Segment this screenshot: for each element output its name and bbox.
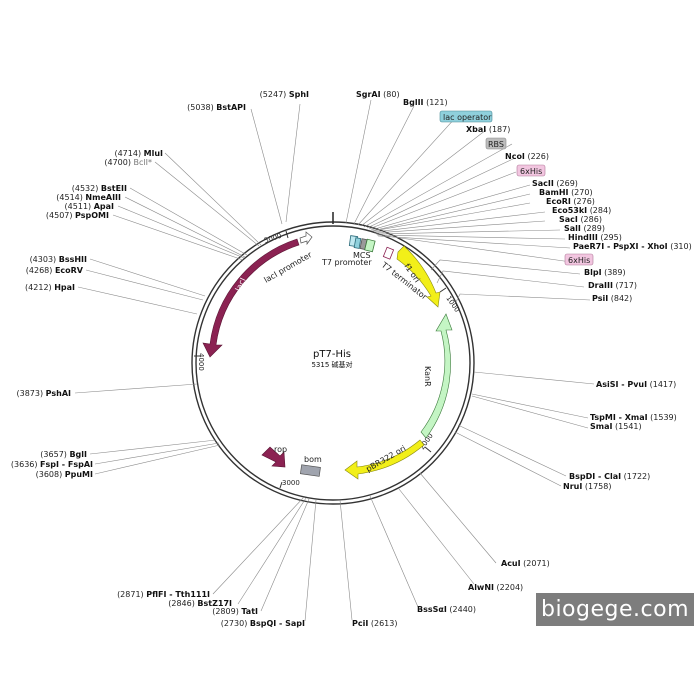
site-label-xhoi[interactable]: PaeR7I - PspXI - XhoI (310) bbox=[573, 242, 692, 251]
site-label-bsssai[interactable]: BssSαI (2440) bbox=[417, 605, 476, 614]
site-label-hindiii[interactable]: HindIII (295) bbox=[568, 233, 622, 242]
site-label-pvui[interactable]: AsiSI - PvuI (1417) bbox=[596, 380, 676, 389]
site-label-ecori[interactable]: EcoRI (276) bbox=[546, 197, 595, 206]
site-label-sacii[interactable]: SacII (269) bbox=[532, 179, 578, 188]
site-label-bamhi[interactable]: BamHI (270) bbox=[539, 188, 593, 197]
tick-label-3000: 3000 bbox=[282, 479, 300, 487]
plasmid-name: pT7-His bbox=[313, 349, 351, 360]
site-label-tth111i[interactable]: (2871) PflFI - Tth111I bbox=[117, 590, 210, 599]
watermark: biogege.com bbox=[536, 593, 694, 626]
feature-label-bom: bom bbox=[304, 455, 322, 464]
site-label-xmai[interactable]: TspMI - XmaI (1539) bbox=[590, 413, 677, 422]
site-label-nrui[interactable]: NruI (1758) bbox=[563, 482, 611, 491]
site-label-ncoi[interactable]: NcoI (226) bbox=[505, 152, 549, 161]
site-label-pspomi[interactable]: (4507) PspOMI bbox=[46, 211, 109, 220]
site-label-mlui[interactable]: (4714) MluI bbox=[114, 149, 163, 158]
site-label-bcli[interactable]: (4700) BclI* bbox=[104, 158, 152, 167]
feature-pbr322-ori[interactable] bbox=[344, 439, 425, 480]
site-label-bglii[interactable]: BglII (121) bbox=[403, 98, 448, 107]
site-label-ppumi[interactable]: (3608) PpuMI bbox=[36, 470, 93, 479]
site-label-pshai[interactable]: (3873) PshAI bbox=[16, 389, 71, 398]
feature-label-mcs: MCS bbox=[353, 251, 371, 260]
feature-t7-terminator[interactable] bbox=[382, 246, 395, 260]
site-label-eco53ki[interactable]: Eco53kI (284) bbox=[552, 206, 611, 215]
site-label-xbai[interactable]: XbaI (187) bbox=[466, 125, 510, 134]
feature-bom[interactable] bbox=[299, 464, 321, 477]
feature-rop[interactable] bbox=[261, 446, 286, 468]
site-label-clai[interactable]: BspDI - ClaI (1722) bbox=[569, 472, 650, 481]
site-label-hpai[interactable]: (4212) HpaI bbox=[25, 283, 75, 292]
badge-6xhis-1: 6xHis bbox=[516, 164, 546, 177]
site-label-fspai[interactable]: (3636) FspI - FspAI bbox=[11, 460, 93, 469]
tick-label-5000: 5000 bbox=[263, 232, 282, 245]
svg-text:6xHis: 6xHis bbox=[520, 167, 542, 176]
site-label-sphi[interactable]: (5247) SphI bbox=[260, 90, 309, 99]
site-label-bsteii[interactable]: (4532) BstEII bbox=[72, 184, 127, 193]
feature-label-rop: rop bbox=[274, 445, 287, 454]
svg-text:6xHis: 6xHis bbox=[568, 256, 590, 265]
site-label-smai[interactable]: SmaI (1541) bbox=[590, 422, 642, 431]
site-label-sgrai[interactable]: SgrAI (80) bbox=[356, 90, 400, 99]
feature-f1-ori[interactable] bbox=[396, 245, 441, 308]
site-label-pcii[interactable]: PciI (2613) bbox=[352, 619, 397, 628]
site-label-draiii[interactable]: DraIII (717) bbox=[588, 281, 637, 290]
site-label-blpi[interactable]: BlpI (389) bbox=[584, 268, 626, 277]
site-label-nmeaiii[interactable]: (4514) NmeAIII bbox=[56, 193, 121, 202]
feature-rbs-box bbox=[364, 238, 376, 253]
badge-lac-operator: lac operator bbox=[439, 110, 493, 123]
site-label-acui[interactable]: AcuI (2071) bbox=[501, 559, 550, 568]
feature-label-t7-promoter: T7 promoter bbox=[321, 258, 372, 267]
leader-lines bbox=[74, 99, 595, 622]
feature-kanr[interactable] bbox=[420, 313, 453, 439]
site-label-bstz17i[interactable]: (2846) BstZ17I bbox=[168, 599, 232, 608]
site-label-sali[interactable]: SalI (289) bbox=[564, 224, 605, 233]
site-label-apai[interactable]: (4511) ApaI bbox=[65, 202, 114, 211]
site-label-bsshii[interactable]: (4303) BssHII bbox=[30, 255, 87, 264]
site-label-psii[interactable]: PsiI (842) bbox=[592, 294, 632, 303]
backbone-inner bbox=[195, 225, 471, 501]
svg-text:RBS: RBS bbox=[488, 140, 504, 149]
site-label-ecorv[interactable]: (4268) EcoRV bbox=[26, 266, 84, 275]
site-label-bgli[interactable]: (3657) BglI bbox=[40, 450, 87, 459]
site-label-alwni[interactable]: AlwNI (2204) bbox=[468, 583, 523, 592]
site-label-bstapi[interactable]: (5038) BstAPI bbox=[187, 103, 246, 112]
badge-rbs: RBS bbox=[485, 137, 507, 150]
plasmid-size: 5315 碱基对 bbox=[311, 360, 352, 369]
tick-label-4000: 4000 bbox=[197, 353, 205, 371]
feature-laci-promoter[interactable] bbox=[299, 231, 313, 246]
site-label-saci[interactable]: SacI (286) bbox=[559, 215, 602, 224]
feature-lac-operator-box bbox=[353, 237, 362, 249]
feature-label-kanr: KanR bbox=[423, 366, 432, 387]
tick-label-1000: 1000 bbox=[444, 295, 461, 314]
svg-text:lac operator: lac operator bbox=[443, 113, 492, 122]
site-label-sapi[interactable]: (2730) BspQI - SapI bbox=[221, 619, 305, 628]
site-label-tati[interactable]: (2809) TatI bbox=[212, 607, 258, 616]
badge-6xhis-2: 6xHis bbox=[564, 253, 594, 266]
feature-laci[interactable] bbox=[202, 238, 300, 358]
